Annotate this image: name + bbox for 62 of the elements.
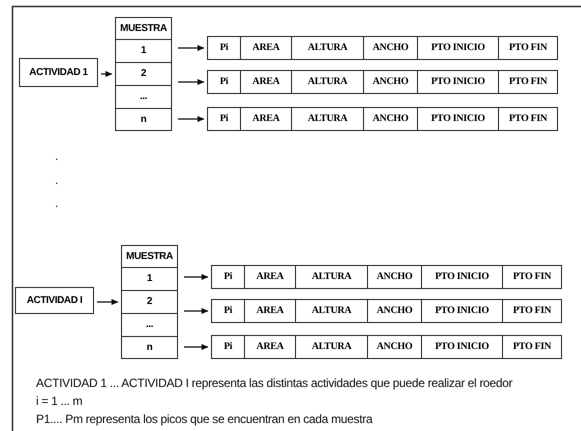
note-text: ACTIVIDAD 1 ... ACTIVIDAD I representa las distintas actividades que puede realizar el roedor bbox=[36, 377, 512, 389]
arrow bbox=[184, 308, 208, 314]
table-cell: n bbox=[121, 336, 178, 359]
table-cell: PTO INICIO bbox=[421, 335, 503, 359]
ellipsis-dot: . bbox=[55, 174, 58, 186]
table-cell: ALTURA bbox=[295, 265, 368, 289]
table-cell: ANCHO bbox=[367, 299, 422, 323]
table-cell: ALTURA bbox=[295, 335, 368, 359]
arrow bbox=[184, 274, 208, 280]
table-cell: 2 bbox=[121, 290, 178, 314]
table-cell: ANCHO bbox=[367, 335, 422, 359]
table-cell: AREA bbox=[240, 36, 292, 60]
table-cell: ALTURA bbox=[291, 107, 364, 131]
table-cell: ANCHO bbox=[367, 265, 422, 289]
table-cell: ACTIVIDAD 1 bbox=[19, 58, 98, 87]
table-cell: Pi bbox=[207, 107, 241, 131]
table-cell: AREA bbox=[240, 107, 292, 131]
table-cell: ALTURA bbox=[295, 299, 368, 323]
table-cell: 1 bbox=[121, 267, 178, 291]
table-cell: AREA bbox=[244, 299, 296, 323]
arrow bbox=[178, 79, 204, 85]
table-cell: PTO FIN bbox=[502, 335, 562, 359]
table-cell: ... bbox=[121, 313, 178, 337]
table-cell: 1 bbox=[115, 39, 172, 63]
table-cell: MUESTRA bbox=[121, 245, 178, 268]
table-cell: ANCHO bbox=[363, 36, 418, 60]
table-cell: Pi bbox=[211, 335, 245, 359]
table-cell: MUESTRA bbox=[115, 17, 172, 40]
arrow bbox=[97, 299, 118, 305]
ellipsis-dot: . bbox=[55, 197, 58, 209]
note-text: P1.... Pm representa los picos que se encuentran en cada muestra bbox=[36, 413, 372, 425]
arrow bbox=[184, 344, 208, 350]
table-cell: ALTURA bbox=[291, 70, 364, 94]
table-cell: PTO FIN bbox=[498, 107, 558, 131]
arrow bbox=[178, 45, 204, 51]
ellipsis-dot: . bbox=[55, 150, 58, 162]
table-cell: PTO INICIO bbox=[417, 70, 499, 94]
table-cell: Pi bbox=[207, 70, 241, 94]
arrow bbox=[101, 71, 112, 77]
table-cell: Pi bbox=[211, 265, 245, 289]
table-cell: PTO FIN bbox=[502, 299, 562, 323]
table-cell: ... bbox=[115, 85, 172, 109]
table-cell: PTO FIN bbox=[498, 70, 558, 94]
table-cell: AREA bbox=[240, 70, 292, 94]
table-cell: ALTURA bbox=[291, 36, 364, 60]
table-cell: PTO INICIO bbox=[421, 265, 503, 289]
table-cell: PTO FIN bbox=[498, 36, 558, 60]
table-cell: PTO INICIO bbox=[421, 299, 503, 323]
table-cell: AREA bbox=[244, 335, 296, 359]
table-cell: n bbox=[115, 108, 172, 131]
table-cell: PTO INICIO bbox=[417, 36, 499, 60]
table-cell: Pi bbox=[211, 299, 245, 323]
table-cell: AREA bbox=[244, 265, 296, 289]
table-cell: 2 bbox=[115, 62, 172, 86]
table-cell: PTO FIN bbox=[502, 265, 562, 289]
table-cell: Pi bbox=[207, 36, 241, 60]
table-cell: PTO INICIO bbox=[417, 107, 499, 131]
table-cell: ACTIVIDAD I bbox=[15, 287, 94, 314]
table-cell: ANCHO bbox=[363, 70, 418, 94]
table-cell: ANCHO bbox=[363, 107, 418, 131]
note-text: i = 1 ... m bbox=[36, 395, 82, 407]
arrow bbox=[178, 116, 204, 122]
